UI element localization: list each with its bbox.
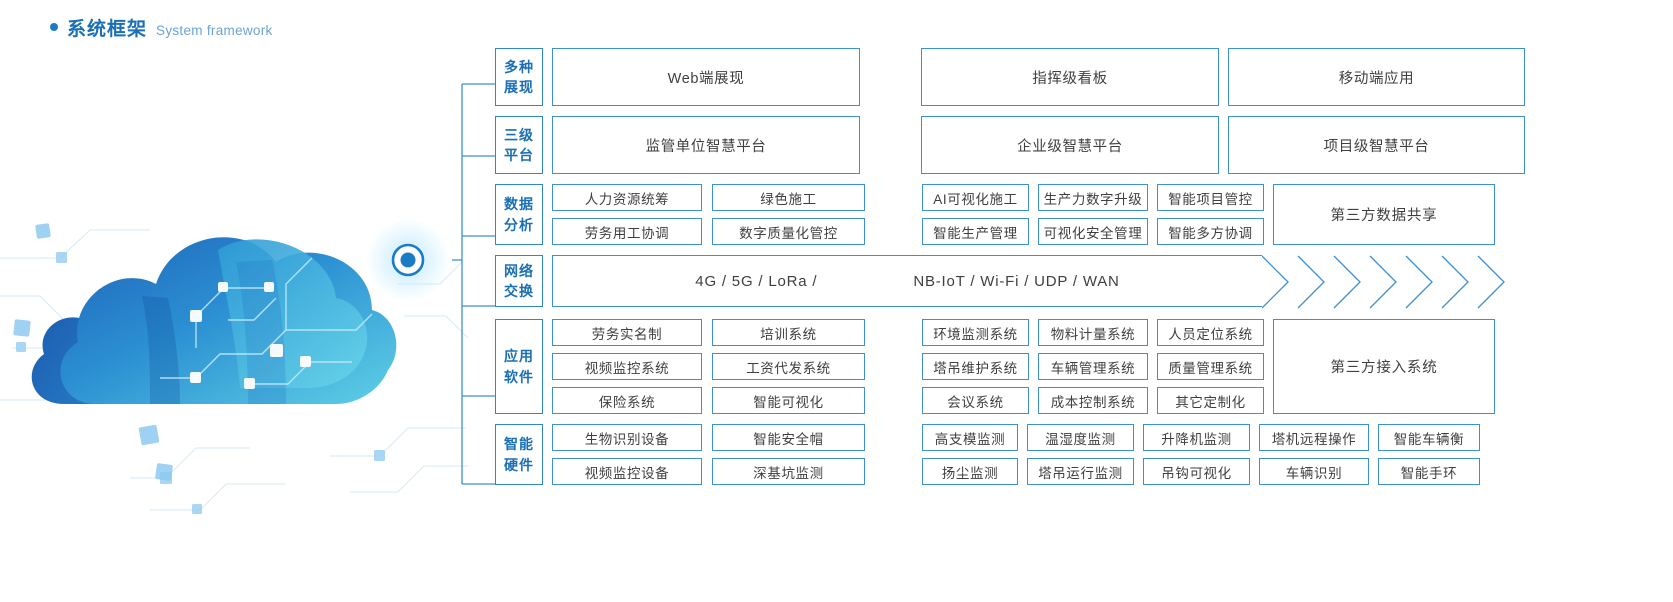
box-labor-real-name[interactable]: 劳务实名制 xyxy=(552,319,702,346)
box-project-platform[interactable]: 项目级智慧平台 xyxy=(1228,116,1525,174)
row-platform: 三级 平台 监管单位智慧平台 企业级智慧平台 项目级智慧平台 xyxy=(495,116,1542,174)
stage-label-smart-hardware: 智能 硬件 xyxy=(495,424,543,485)
box-ai-visual-construction[interactable]: AI可视化施工 xyxy=(922,184,1029,211)
row-application-software: 应用 软件 劳务实名制 视频监控系统 保险系统 培训系统 工资代发系统 智能可视… xyxy=(495,319,1542,414)
box-material-metering-system[interactable]: 物料计量系统 xyxy=(1038,319,1148,346)
box-vehicle-management-system[interactable]: 车辆管理系统 xyxy=(1038,353,1148,380)
box-tower-crane-remote-operation[interactable]: 塔机远程操作 xyxy=(1259,424,1369,451)
box-mobile-app[interactable]: 移动端应用 xyxy=(1228,48,1525,106)
cloud-network-illustration xyxy=(0,48,470,548)
box-temp-humidity-monitoring[interactable]: 温湿度监测 xyxy=(1027,424,1134,451)
box-multi-party-coordination[interactable]: 智能多方协调 xyxy=(1157,218,1264,245)
network-node-dot xyxy=(391,243,425,277)
box-payroll-system[interactable]: 工资代发系统 xyxy=(712,353,865,380)
stage-label-application-software: 应用 软件 xyxy=(495,319,543,414)
box-command-board[interactable]: 指挥级看板 xyxy=(921,48,1219,106)
page-title-cn: 系统框架 xyxy=(67,19,148,40)
box-deep-foundation-pit-monitoring[interactable]: 深基坑监测 xyxy=(712,458,865,485)
box-cost-control-system[interactable]: 成本控制系统 xyxy=(1038,387,1148,414)
box-environment-monitoring-system[interactable]: 环境监测系统 xyxy=(922,319,1029,346)
box-other-customization[interactable]: 其它定制化 xyxy=(1157,387,1264,414)
bullet-dot-icon xyxy=(50,23,58,31)
page-title: 系统框架 System framework xyxy=(50,14,273,41)
row-display: 多种 展现 Web端展现 指挥级看板 移动端应用 xyxy=(495,48,1542,106)
box-biometric-device[interactable]: 生物识别设备 xyxy=(552,424,702,451)
row-network: 网络 交换 4G / 5G / LoRa / NB-IoT / Wi-Fi / … xyxy=(495,255,1542,309)
box-high-formwork-monitoring[interactable]: 高支模监测 xyxy=(922,424,1018,451)
framework-rows: 多种 展现 Web端展现 指挥级看板 移动端应用 三级 平台 监 xyxy=(495,48,1542,495)
box-green-construction[interactable]: 绿色施工 xyxy=(712,184,865,211)
box-hoist-monitoring[interactable]: 升降机监测 xyxy=(1143,424,1250,451)
box-productivity-upgrade[interactable]: 生产力数字升级 xyxy=(1038,184,1148,211)
box-quality-management-system[interactable]: 质量管理系统 xyxy=(1157,353,1264,380)
box-video-surveillance-system[interactable]: 视频监控系统 xyxy=(552,353,702,380)
box-third-party-access-system[interactable]: 第三方接入系统 xyxy=(1273,319,1495,414)
stage-label-platform: 三级 平台 xyxy=(495,116,543,174)
box-meeting-system[interactable]: 会议系统 xyxy=(922,387,1029,414)
box-vehicle-recognition[interactable]: 车辆识别 xyxy=(1259,458,1369,485)
stage-label-network: 网络 交换 xyxy=(495,255,543,307)
box-smart-project-control[interactable]: 智能项目管控 xyxy=(1157,184,1264,211)
box-crane-operation-monitoring[interactable]: 塔吊运行监测 xyxy=(1027,458,1134,485)
box-smart-weighbridge[interactable]: 智能车辆衡 xyxy=(1378,424,1480,451)
box-regulator-platform[interactable]: 监管单位智慧平台 xyxy=(552,116,860,174)
box-enterprise-platform[interactable]: 企业级智慧平台 xyxy=(921,116,1219,174)
box-digital-quality-control[interactable]: 数字质量化管控 xyxy=(712,218,865,245)
box-smart-production-mgmt[interactable]: 智能生产管理 xyxy=(922,218,1029,245)
stage-label-display: 多种 展现 xyxy=(495,48,543,106)
network-bar: 4G / 5G / LoRa / NB-IoT / Wi-Fi / UDP / … xyxy=(552,255,1505,309)
network-text-1: 4G / 5G / LoRa / xyxy=(695,272,818,290)
network-text-2: NB-IoT / Wi-Fi / UDP / WAN xyxy=(913,272,1120,290)
box-smart-wristband[interactable]: 智能手环 xyxy=(1378,458,1480,485)
row-smart-hardware: 智能 硬件 生物识别设备 视频监控设备 智能安全帽 深基坑监测 高支模监测 xyxy=(495,424,1542,485)
box-smart-helmet[interactable]: 智能安全帽 xyxy=(712,424,865,451)
box-third-party-data-sharing[interactable]: 第三方数据共享 xyxy=(1273,184,1495,245)
network-chevrons xyxy=(1261,255,1530,309)
box-web-display[interactable]: Web端展现 xyxy=(552,48,860,106)
framework-diagram: 多种 展现 Web端展现 指挥级看板 移动端应用 三级 平台 监 xyxy=(452,48,1542,518)
box-crane-maintenance-system[interactable]: 塔吊维护系统 xyxy=(922,353,1029,380)
box-hr-planning[interactable]: 人力资源统筹 xyxy=(552,184,702,211)
box-smart-visualization[interactable]: 智能可视化 xyxy=(712,387,865,414)
box-video-surveillance-device[interactable]: 视频监控设备 xyxy=(552,458,702,485)
stage-label-data-analysis: 数据 分析 xyxy=(495,184,543,245)
box-training-system[interactable]: 培训系统 xyxy=(712,319,865,346)
box-labor-coordination[interactable]: 劳务用工协调 xyxy=(552,218,702,245)
page-title-en: System framework xyxy=(156,23,273,38)
row-data-analysis: 数据 分析 人力资源统筹 劳务用工协调 绿色施工 数字质量化管控 AI可视化施工 xyxy=(495,184,1542,245)
box-dust-monitoring[interactable]: 扬尘监测 xyxy=(922,458,1018,485)
connector-tree xyxy=(452,48,498,518)
box-insurance-system[interactable]: 保险系统 xyxy=(552,387,702,414)
box-personnel-positioning-system[interactable]: 人员定位系统 xyxy=(1157,319,1264,346)
box-hook-visualization[interactable]: 吊钩可视化 xyxy=(1143,458,1250,485)
box-visual-safety-mgmt[interactable]: 可视化安全管理 xyxy=(1038,218,1148,245)
